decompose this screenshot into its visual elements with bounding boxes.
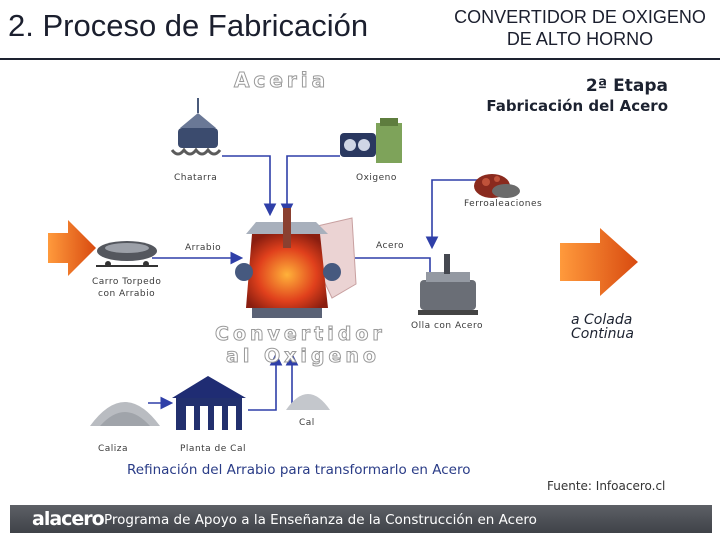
label-chatarra: Chatarra (174, 173, 218, 183)
ladle-icon (418, 254, 478, 315)
entry-arrow (48, 220, 96, 276)
oxygen-tank-icon (340, 118, 402, 163)
stage-line-2: Fabricación del Acero (486, 97, 668, 115)
exit-arrow (560, 228, 638, 296)
label-cal: Cal (299, 418, 315, 428)
label-planta-cal: Planta de Cal (180, 444, 246, 454)
lime-plant-icon (172, 376, 246, 430)
arrow-oxigeno-converter (280, 155, 340, 217)
source-note: Fuente: Infoacero.cl (547, 479, 666, 493)
scrap-crane-icon (170, 98, 222, 156)
ferroalloy-pile-icon (474, 174, 520, 198)
alacero-logo: alacero (32, 508, 105, 530)
arrow-planta-cal (248, 352, 283, 411)
title-bar: 2. Proceso de Fabricación CONVERTIDOR DE… (0, 0, 720, 60)
arrow-ferro-olla (425, 179, 480, 250)
converter-title-1: Convertidor (215, 323, 386, 346)
converter-icon (235, 208, 357, 318)
label-carro-line-1: Carro Torpedo (92, 277, 162, 287)
label-oxigeno: Oxigeno (356, 173, 397, 183)
label-ferroaleaciones: Ferroaleaciones (464, 199, 543, 209)
label-carro-torpedo: Carro Torpedo con Arrabio (92, 276, 161, 300)
label-acero: Acero (376, 241, 404, 251)
limestone-pile-icon (90, 402, 160, 426)
page-subtitle: CONVERTIDOR DE OXIGENO DE ALTO HORNO (440, 6, 720, 50)
footer-banner: alacero Programa de Apoyo a la Enseñanza… (10, 505, 712, 533)
arrow-converter-acero (355, 257, 437, 307)
converter-title-2: al Oxigeno (226, 345, 380, 368)
process-diagram: Aceria 2ª Etapa Fabricación del Acero Ch… (0, 58, 720, 498)
label-olla: Olla con Acero (411, 321, 483, 331)
arrow-chatarra-converter (222, 155, 277, 217)
stage-title: 2ª Etapa Fabricación del Acero (486, 76, 668, 116)
diagram-graphics (48, 98, 638, 430)
exit-line-1: a Colada (571, 312, 633, 328)
section-title: Aceria (233, 68, 330, 93)
page-title: 2. Proceso de Fabricación (8, 8, 369, 43)
lime-pile-icon (286, 394, 330, 410)
exit-line-2: Continua (571, 326, 634, 342)
label-caliza: Caliza (98, 444, 129, 454)
exit-label: a Colada Continua (571, 313, 634, 341)
label-arrabio: Arrabio (185, 243, 222, 253)
flow-arrows (148, 155, 480, 411)
label-carro-line-2: con Arrabio (98, 289, 156, 299)
torpedo-car-icon (96, 241, 158, 267)
subtitle-line-1: CONVERTIDOR DE OXIGENO (454, 7, 706, 27)
subtitle-line-2: DE ALTO HORNO (506, 29, 654, 49)
stage-line-1: 2ª Etapa (585, 76, 668, 96)
diagram-caption: Refinación del Arrabio para transformarl… (127, 462, 471, 478)
footer-text: Programa de Apoyo a la Enseñanza de la C… (104, 512, 537, 528)
